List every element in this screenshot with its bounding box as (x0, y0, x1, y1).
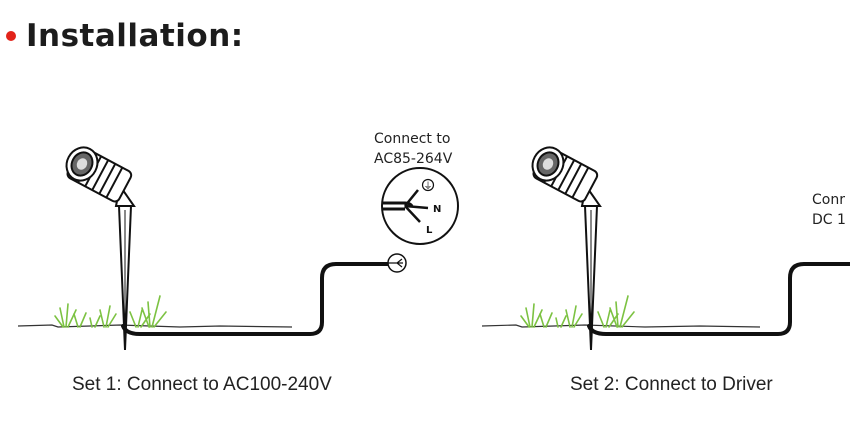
set2-caption: Set 2: Connect to Driver (570, 374, 773, 395)
set2-power-cable (587, 262, 850, 336)
ground-symbol-icon: ⏚ (423, 181, 432, 192)
set1-spotlight-icon (65, 146, 136, 207)
set2-illustration (481, 146, 850, 351)
page-title: Installation: (26, 18, 244, 54)
set1-grass-icon (54, 295, 167, 328)
red-bullet-icon (6, 31, 16, 41)
set1-cable-end-icon (387, 253, 407, 273)
set1-note-line1: Connect to (374, 131, 451, 147)
terminal-n-label: N (433, 204, 441, 215)
set2-grass-icon (520, 295, 635, 328)
set2-spotlight-icon (531, 146, 602, 207)
set1-connection-note: Connect to AC85-264V (374, 129, 452, 169)
set2-connection-note: Conr DC 1 (812, 190, 846, 230)
set1-terminal-icon: ⏚ N L (381, 167, 459, 245)
set1-illustration: ⏚ N L (17, 146, 459, 351)
set2-note-line2: DC 1 (812, 212, 846, 228)
terminal-l-label: L (426, 225, 433, 236)
set1-power-cable (121, 262, 394, 336)
set1-caption: Set 1: Connect to AC100-240V (72, 374, 332, 395)
set1-note-line2: AC85-264V (374, 151, 453, 167)
set1-ground-line (17, 324, 293, 328)
set2-note-line1: Conr (812, 192, 845, 208)
section-header: Installation: (6, 14, 244, 58)
